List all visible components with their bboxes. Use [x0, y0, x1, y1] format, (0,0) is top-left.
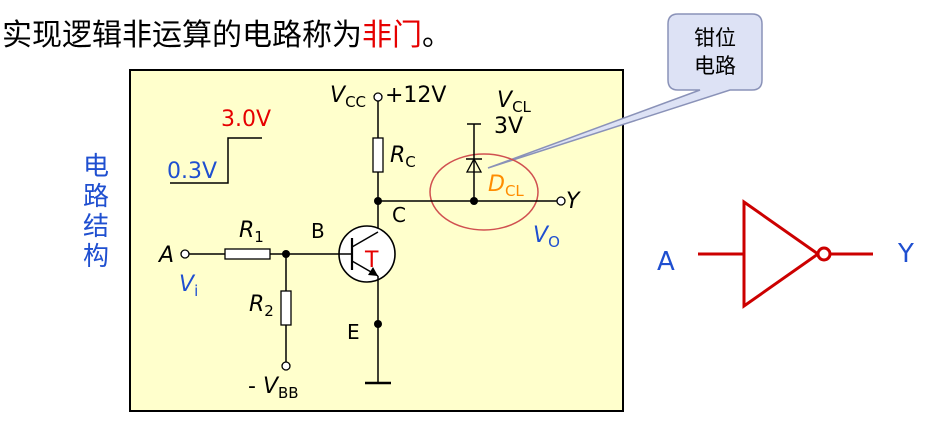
input-terminal	[180, 249, 190, 259]
rc-label: RC	[390, 143, 416, 171]
dcl-label: DCL	[488, 172, 524, 200]
r1-resistor	[224, 248, 271, 260]
title-highlight: 非门	[362, 18, 422, 53]
gate-input-label: A	[657, 247, 675, 277]
node-c-label: C	[392, 203, 406, 227]
vcl-value: 3V	[494, 114, 523, 139]
not-gate-bubble	[816, 246, 832, 262]
output-y-label: Y	[566, 189, 581, 214]
clamp-highlight	[429, 153, 539, 231]
emitter-arrow	[368, 267, 378, 276]
node-e-label: E	[347, 320, 360, 344]
rc-resistor	[372, 137, 384, 173]
transistor-label: T	[364, 248, 379, 273]
r1-label: R1	[239, 218, 264, 246]
vo-label: VO	[533, 223, 560, 251]
input-a-label: A	[157, 243, 174, 268]
gate-output-label: Y	[897, 239, 914, 269]
waveform-low: 0.3V	[167, 159, 217, 184]
not-gate-triangle	[742, 199, 821, 309]
waveform-line	[170, 137, 262, 184]
node-b-label: B	[311, 219, 325, 243]
vcc-value: +12V	[385, 83, 446, 108]
vi-label: Vi	[179, 272, 198, 300]
r2-label: R2	[249, 292, 274, 320]
vcl-label: VCL	[497, 88, 532, 116]
title-prefix: 实现逻辑非运算的电路称为	[2, 18, 362, 53]
clamp-diode	[465, 157, 483, 173]
callout-line1: 钳位	[694, 26, 736, 50]
page-title: 实现逻辑非运算的电路称为非门。	[2, 10, 452, 54]
waveform-high: 3.0V	[221, 107, 271, 132]
vbb-label: - VBB	[248, 374, 299, 402]
callout-balloon	[487, 13, 763, 169]
vcc-terminal	[373, 92, 383, 102]
circuit-structure-label: 电路结构	[82, 152, 109, 272]
vbb-terminal	[281, 361, 291, 371]
callout-line2: 电路	[694, 54, 736, 78]
r2-resistor	[280, 290, 292, 326]
vcc-label: VCC	[330, 83, 366, 111]
title-suffix: 。	[422, 18, 452, 53]
output-terminal	[556, 196, 566, 206]
